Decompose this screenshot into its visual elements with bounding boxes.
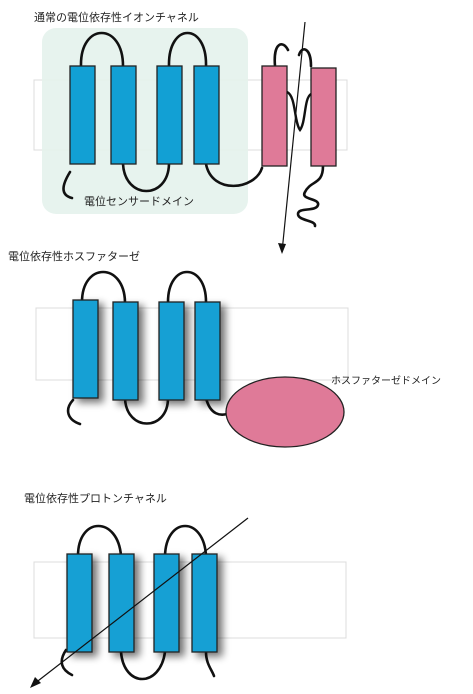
panel2-s2-helix bbox=[112, 301, 139, 401]
panel3-s1-helix bbox=[66, 553, 93, 653]
panel2-s4-helix bbox=[194, 301, 221, 401]
panel1-backbone-chain bbox=[62, 31, 325, 228]
voltage-sensor-domain-label: 電位センサードメイン bbox=[84, 195, 194, 208]
panel3-s4-helix bbox=[191, 553, 218, 653]
panel1-arrowhead bbox=[278, 243, 286, 254]
panel3-proton-channel bbox=[30, 517, 347, 688]
panel3-s2-helix bbox=[108, 553, 135, 653]
panel3-s3-helix bbox=[153, 553, 180, 653]
panel2-s1-helix bbox=[72, 299, 99, 399]
panel2-phosphatase bbox=[35, 270, 349, 448]
panel3-arrowhead bbox=[30, 677, 41, 688]
s2-helix bbox=[110, 65, 137, 165]
panel3-proton-permeation-arrow bbox=[33, 517, 249, 685]
s4-helix bbox=[193, 65, 220, 165]
phosphatase-domain-label: ホスファターゼドメイン bbox=[331, 376, 441, 387]
s1-helix bbox=[69, 65, 96, 165]
s5-pore-helix bbox=[261, 65, 288, 167]
panel2-title: 電位依存性ホスファターゼ bbox=[8, 250, 140, 263]
s6-pore-helix bbox=[310, 67, 337, 167]
pore-loop bbox=[286, 90, 312, 133]
panel2-backbone-chain bbox=[66, 270, 234, 426]
s3-helix bbox=[156, 65, 183, 165]
panel1-ion-permeation-arrow bbox=[281, 21, 306, 253]
panel2-s3-helix bbox=[158, 301, 185, 401]
panel3-backbone-chain bbox=[60, 524, 216, 681]
panel1-title: 通常の電位依存性イオンチャネル bbox=[34, 11, 199, 24]
phosphatase-domain bbox=[225, 376, 345, 448]
panel1-ion-channel bbox=[33, 21, 348, 254]
panel3-title: 電位依存性プロトンチャネル bbox=[24, 492, 167, 505]
